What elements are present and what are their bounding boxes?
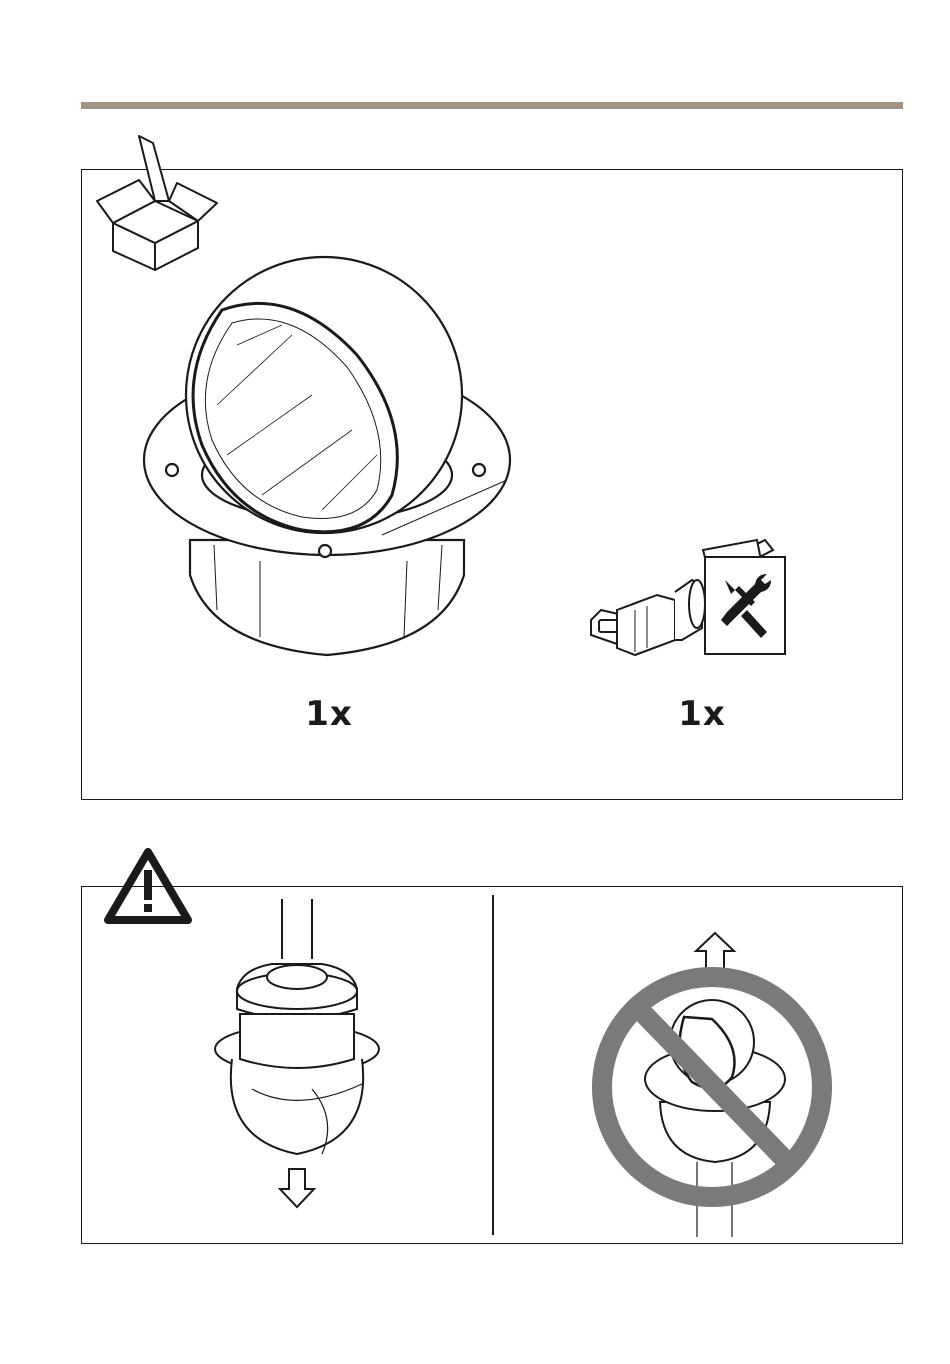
connector-quantity: 1x <box>662 694 742 734</box>
dome-housing-illustration <box>142 245 522 665</box>
header-rule <box>81 102 903 109</box>
package-contents-panel: 1x 1x <box>81 169 903 800</box>
dome-lift-prohibited-illustration <box>592 927 842 1237</box>
panel-divider <box>492 895 494 1235</box>
dome-housing-quantity: 1x <box>289 694 369 734</box>
connector-and-guide-illustration <box>587 540 797 660</box>
warning-panel <box>81 886 903 1244</box>
camera-pull-down-illustration <box>212 899 392 1219</box>
